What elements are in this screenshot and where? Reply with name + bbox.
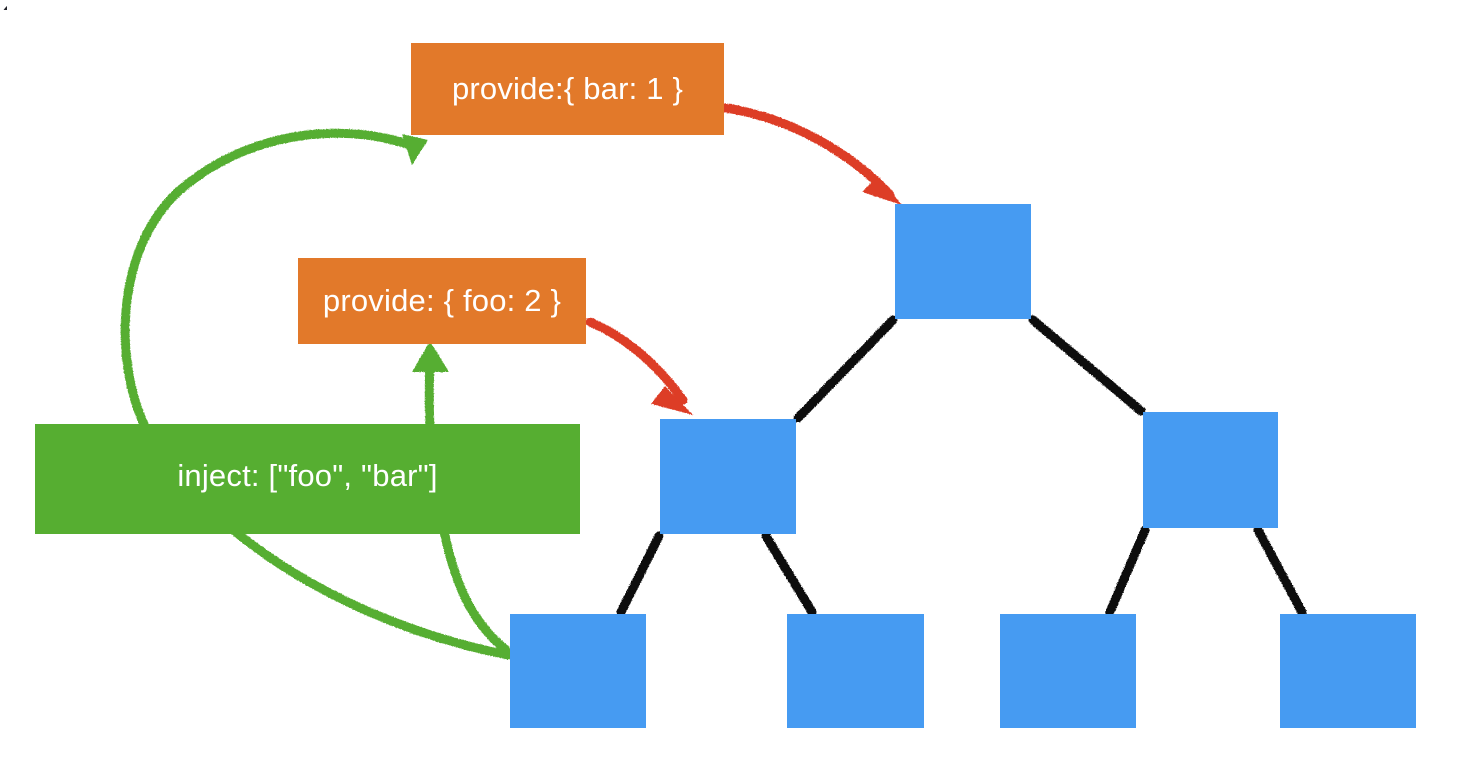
provide-foo-label: provide: { foo: 2 } — [322, 283, 562, 318]
provide-foo-box[interactable]: provide: { foo: 2 } — [298, 258, 586, 344]
inject-arrows — [120, 128, 513, 660]
arrowhead-green-providefoo — [412, 341, 449, 372]
inject-arrow-leaf1-to-providebar — [120, 128, 513, 660]
arrowhead-red-midleft — [651, 386, 693, 415]
provide-bar-box[interactable]: provide:{ bar: 1 } — [411, 43, 724, 135]
tree-edge-midright-leaf4 — [1253, 525, 1307, 617]
tree-edge-midleft-leaf1 — [616, 531, 664, 617]
inject-box[interactable]: inject: ["foo", "bar"] — [35, 424, 580, 534]
tree-edge-root-midright — [1028, 315, 1146, 416]
provide-bar-label: provide:{ bar: 1 } — [451, 71, 684, 106]
inject-label: inject: ["foo", "bar"] — [177, 458, 438, 493]
tree-node-leaf-3[interactable] — [1000, 614, 1136, 728]
inject-arrowheads — [402, 134, 449, 372]
tree-node-leaf-4[interactable] — [1280, 614, 1416, 728]
tree-node-leaf-2[interactable] — [787, 614, 924, 728]
arrowhead-red-root — [862, 176, 902, 205]
tree-edge-midright-leaf3 — [1105, 525, 1150, 617]
provide-arrow-foo-to-midleft — [585, 317, 688, 405]
provide-arrowheads — [651, 176, 902, 415]
tree-edge-midleft-leaf2 — [761, 531, 817, 617]
window-corner-notch — [0, 0, 7, 10]
tree-edge-root-midleft — [793, 315, 898, 423]
tree-edges — [616, 315, 1307, 617]
provide-arrow-bar-to-root — [721, 103, 895, 200]
tree-node-leaf-1[interactable] — [510, 614, 646, 728]
tree-node-mid-right[interactable] — [1143, 412, 1278, 528]
tree-node-root[interactable] — [895, 204, 1031, 319]
provide-arrows — [585, 103, 895, 405]
tree-node-mid-left[interactable] — [660, 419, 796, 534]
arrowhead-green-providebar — [402, 134, 428, 165]
